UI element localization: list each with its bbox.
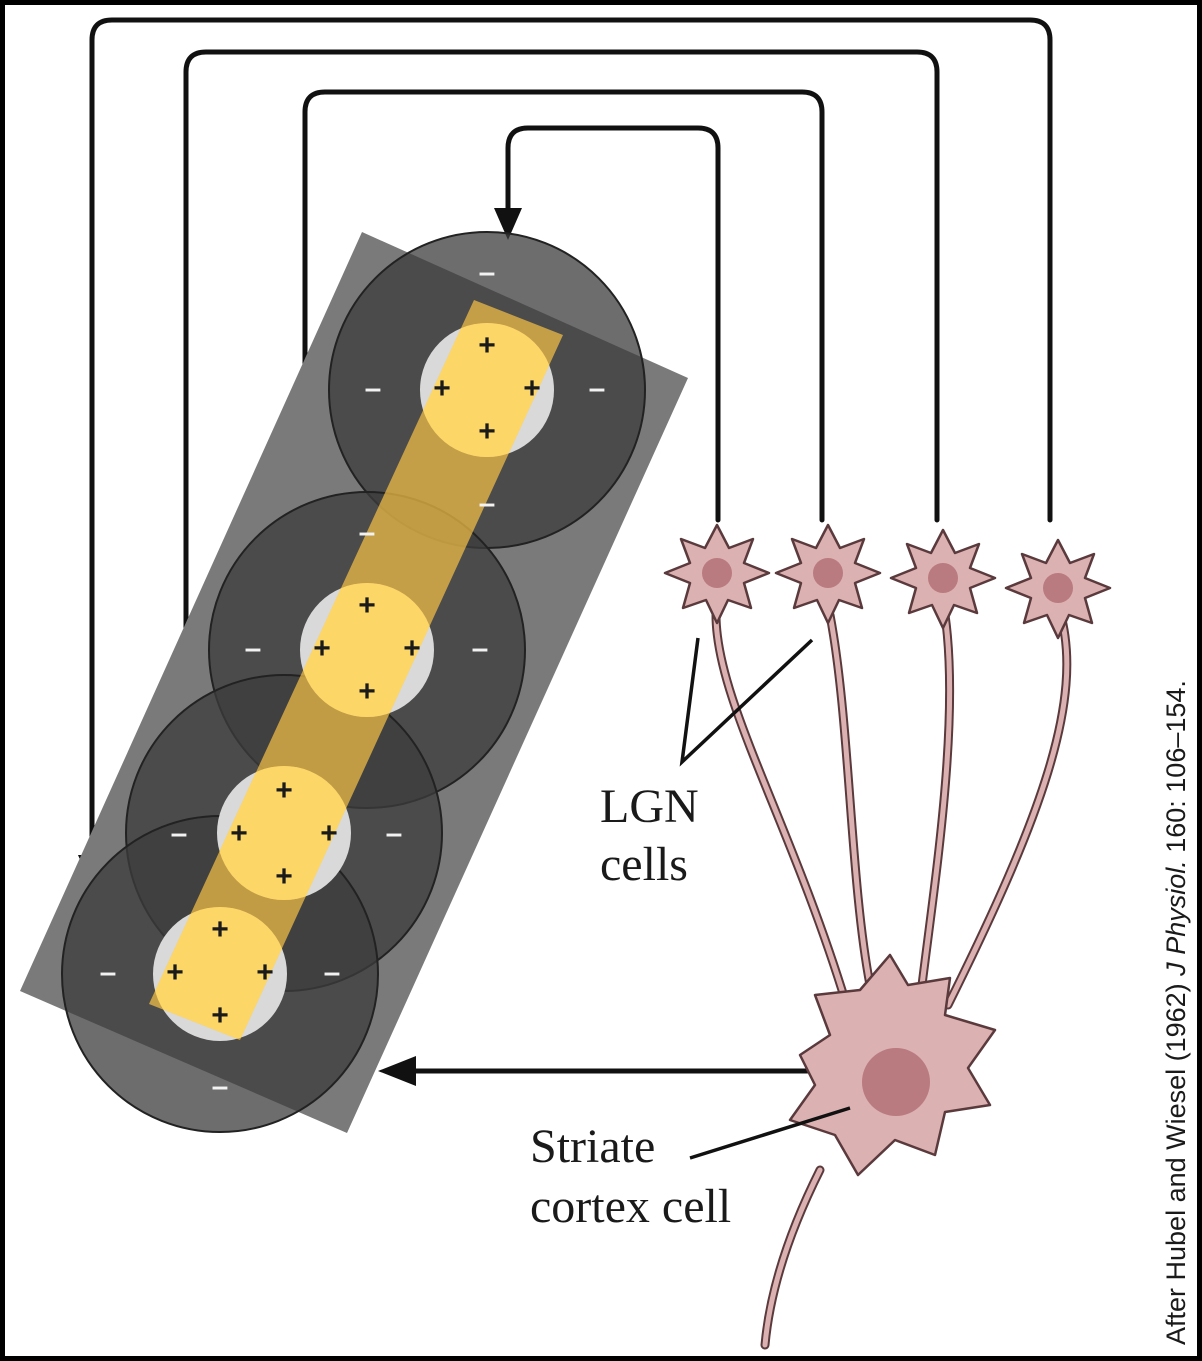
plus-sign: + — [358, 589, 376, 622]
plus-sign: + — [320, 817, 338, 850]
plus-sign: + — [275, 774, 293, 807]
credit-journal: J Physiol. — [1161, 860, 1191, 977]
lgn-cell-1 — [663, 523, 771, 625]
plus-sign: + — [433, 372, 451, 405]
minus-sign: – — [479, 487, 496, 520]
leader-lines — [679, 637, 851, 1160]
lgn-label-line-2: cells — [600, 838, 688, 891]
bar-center-highlight-3 — [217, 766, 351, 900]
minus-sign: – — [359, 516, 376, 549]
minus-sign: – — [365, 372, 382, 405]
bar-center-highlight-2 — [300, 583, 434, 717]
striate-label-line-1: Striate — [530, 1120, 655, 1173]
bar-center-highlights — [153, 323, 554, 1040]
striate-cortex-cell — [788, 953, 997, 1177]
arrowhead-field-1 — [494, 208, 522, 240]
minus-sign: – — [171, 817, 188, 850]
credit-text: After Hubel and Wiesel (1962) J Physiol.… — [1161, 680, 1191, 1345]
lgn-label-line-1: LGN — [600, 780, 699, 833]
lgn-axons — [711, 607, 1072, 1350]
receptive-field-group: + + + + – – – – + + + + – – – + + + + – … — [20, 231, 688, 1133]
minus-sign: – — [212, 1070, 229, 1103]
plus-sign: + — [478, 329, 496, 362]
plus-sign: + — [166, 956, 184, 989]
minus-sign: – — [386, 817, 403, 850]
lgn-cells — [663, 523, 1112, 640]
minus-sign: – — [472, 632, 489, 665]
plus-sign: + — [478, 415, 496, 448]
plus-sign: + — [211, 999, 229, 1032]
plus-sign: + — [313, 632, 331, 665]
plus-sign: + — [256, 956, 274, 989]
signs-field-2: + + + + – – – — [245, 516, 489, 708]
minus-sign: – — [479, 256, 496, 289]
plus-sign: + — [523, 372, 541, 405]
striate-leader-line — [689, 1106, 851, 1160]
striate-label-line-2: cortex cell — [530, 1180, 731, 1233]
lgn-leader-line — [679, 637, 814, 767]
arrowhead-striate-output — [378, 1056, 416, 1086]
signs-field-4: + + + + – – – — [100, 913, 341, 1103]
minus-sign: – — [100, 956, 117, 989]
bar-center-highlight-4 — [153, 907, 287, 1040]
plus-sign: + — [358, 675, 376, 708]
plus-sign: + — [275, 860, 293, 893]
minus-sign: – — [589, 372, 606, 405]
wire-lgn-4 — [89, 17, 1053, 865]
wire-lgn-2 — [302, 89, 825, 523]
lgn-cell-4 — [1004, 538, 1112, 640]
bar-center-highlight-1 — [420, 323, 554, 457]
credit-suffix: 160: 106–154. — [1161, 680, 1191, 860]
signs-field-3: + + + + – – — [171, 774, 403, 893]
credit-prefix: After Hubel and Wiesel (1962) — [1161, 976, 1191, 1345]
wire-lgn-3 — [183, 49, 940, 683]
striate-nucleus — [862, 1048, 930, 1116]
signs-field-1: + + + + – – – – — [365, 256, 606, 520]
minus-sign: – — [324, 956, 341, 989]
plus-sign: + — [230, 817, 248, 850]
wire-lgn-1 — [505, 125, 721, 523]
plus-sign: + — [211, 913, 229, 946]
plus-sign: + — [403, 632, 421, 665]
lgn-cell-3 — [889, 528, 997, 630]
minus-sign: – — [245, 632, 262, 665]
lgn-cell-2 — [774, 523, 882, 625]
